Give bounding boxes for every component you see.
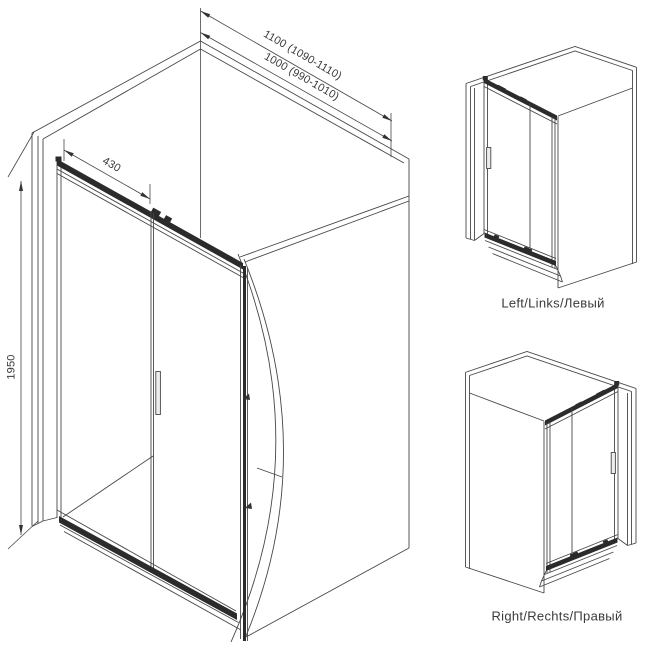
top-rail-profile xyxy=(57,159,243,270)
main-isometric-drawing: 1100 (1090-1110) 1000 (990-1010) 430 195… xyxy=(6,8,410,643)
bottom-rail-profile xyxy=(59,516,237,620)
niche-walls xyxy=(31,40,410,643)
door-handle xyxy=(155,371,161,415)
right-variant-drawing xyxy=(464,351,637,594)
top-bracket xyxy=(55,156,62,162)
tray-edge xyxy=(63,531,242,631)
sliding-door-assembly xyxy=(55,156,252,641)
seal-mark xyxy=(243,393,250,400)
roller-carriage xyxy=(163,215,173,223)
dimension-width-1100: 1100 (1090-1110) xyxy=(200,8,393,238)
floor-edge xyxy=(62,455,154,518)
roller-carriage xyxy=(150,207,162,217)
right-variant-label: Right/Rechts/Правый xyxy=(491,609,622,624)
seal-mark xyxy=(245,502,252,509)
right-wall-bottom-edge xyxy=(245,547,410,638)
wall-break-curve xyxy=(230,253,284,643)
wall-top-inner-edge xyxy=(42,48,405,164)
dimension-label-430: 430 xyxy=(100,155,122,175)
left-variant-label: Left/Links/Левый xyxy=(501,296,604,311)
wall-top-outer-edge xyxy=(31,40,410,160)
dimension-height-1950: 1950 xyxy=(6,131,39,550)
left-variant-drawing xyxy=(465,46,638,289)
dimension-label-1950: 1950 xyxy=(6,354,18,379)
